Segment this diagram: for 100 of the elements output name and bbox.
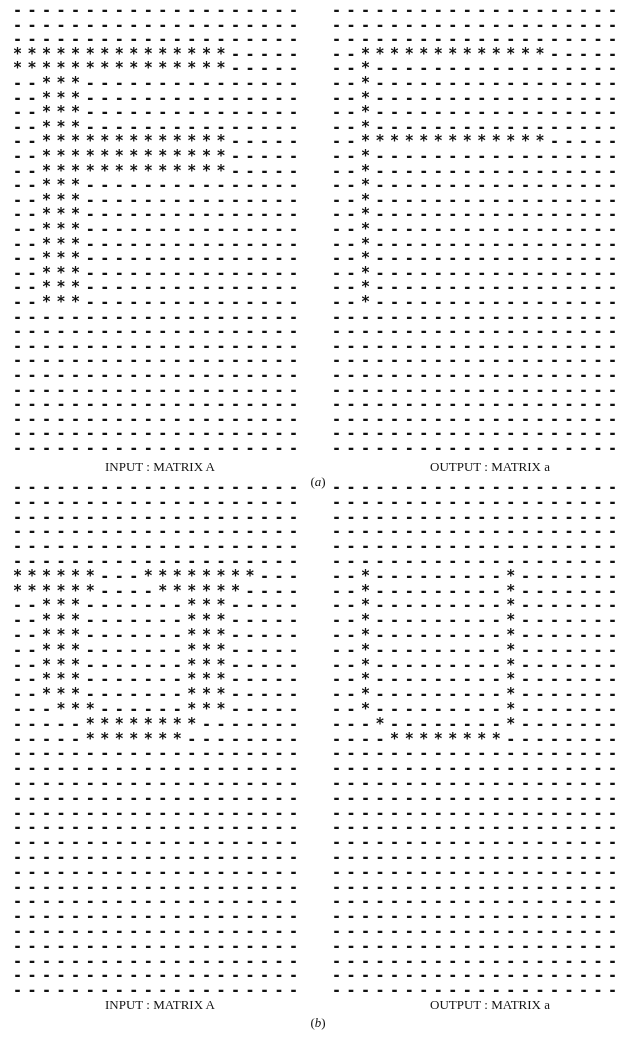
- matrix-caption: OUTPUT : MATRIX a: [430, 997, 550, 1012]
- matrix-row: --*-----------------: [332, 178, 623, 194]
- matrix-row: --*---------*-------: [332, 568, 623, 584]
- matrix-caption: INPUT : MATRIX A: [105, 459, 215, 474]
- matrix-row: --------------------: [332, 397, 623, 413]
- matrix-row: --*************-----: [13, 149, 304, 164]
- matrix-row: --***---------------: [13, 192, 304, 208]
- matrix-row: ---*--------*-------: [332, 716, 623, 732]
- matrix-row: --------------------: [332, 368, 623, 383]
- matrix-row: --------------------: [13, 309, 304, 325]
- matrix-row: --***---------------: [13, 76, 304, 91]
- matrix-row: --------------------: [332, 426, 623, 442]
- matrix-row: --------------------: [332, 805, 623, 821]
- matrix-row: --------------------: [13, 879, 304, 895]
- matrix-row: --***-------***-----: [13, 672, 304, 688]
- matrix-row: --------------------: [13, 441, 304, 456]
- matrix-row: --------------------: [13, 3, 304, 18]
- matrix-row: --*************-----: [332, 134, 623, 150]
- matrix-row: --------------------: [13, 864, 304, 880]
- matrix-row: --------------------: [13, 411, 304, 427]
- matrix-row: --------------------: [13, 805, 304, 821]
- matrix-row: --***---------------: [13, 280, 304, 296]
- matrix-row: --*-----------------: [332, 265, 623, 281]
- matrix-row: --------------------: [332, 879, 623, 895]
- matrix-row: --------------------: [332, 968, 623, 984]
- matrix-caption: OUTPUT : MATRIX a: [430, 459, 550, 474]
- matrix-row: --------------------: [332, 938, 623, 954]
- matrix-row: --------------------: [332, 3, 623, 18]
- matrix-row: --***-------***-----: [13, 657, 304, 673]
- matrix-row: --*-----------------: [332, 222, 623, 237]
- matrix-row: --*-----------------: [332, 149, 623, 164]
- matrix-row: --*-----------------: [332, 207, 623, 223]
- matrix-row: --*-----------------: [332, 76, 623, 91]
- matrix-row: --------------------: [332, 894, 623, 910]
- matrix-row: --------------------: [13, 524, 304, 540]
- matrix-row: -----********-------: [13, 716, 304, 732]
- matrix-row: -----*******--------: [13, 731, 304, 747]
- matrix-row: --***---------------: [13, 236, 304, 252]
- matrix-row: --*-----------------: [332, 251, 623, 267]
- panel-label: (a): [310, 474, 326, 489]
- matrix-row: --------------------: [13, 539, 304, 555]
- matrix-row: --------------------: [332, 17, 623, 33]
- matrix-row: --***-------***-----: [13, 642, 304, 658]
- matrix-row: ***************-----: [13, 61, 304, 77]
- matrix-row: --------------------: [13, 480, 304, 495]
- matrix-row: ---***------***-----: [13, 702, 304, 717]
- matrix-row: --*---------*-------: [332, 598, 623, 614]
- matrix-row: ******---********---: [13, 568, 304, 584]
- matrix-row: --***---------------: [13, 265, 304, 281]
- matrix-row: --------------------: [13, 924, 304, 939]
- matrix-row: --------------------: [13, 953, 304, 969]
- panel-label: (b): [310, 1015, 326, 1030]
- matrix-row: --------------------: [332, 494, 623, 510]
- matrix-row: ----********--------: [332, 731, 623, 747]
- matrix-row: --*---------*-------: [332, 702, 623, 717]
- matrix-row: --------------------: [13, 353, 304, 369]
- matrix-row: --------------------: [332, 924, 623, 939]
- matrix-row: --*-----------------: [332, 105, 623, 121]
- matrix-row: --***-------***-----: [13, 598, 304, 614]
- matrix-row: --*-----------------: [332, 119, 623, 135]
- matrix-row: --*************-----: [13, 134, 304, 150]
- matrix-row: ******----******----: [13, 583, 304, 599]
- matrix-row: --*---------*-------: [332, 687, 623, 703]
- matrix-row: --------------------: [13, 32, 304, 48]
- matrix-row: --------------------: [13, 790, 304, 806]
- matrix-row: --------------------: [332, 776, 623, 791]
- matrix-row: --------------------: [332, 324, 623, 340]
- matrix-row: --------------------: [13, 382, 304, 398]
- matrix-row: --------------------: [332, 441, 623, 456]
- matrix-caption: INPUT : MATRIX A: [105, 997, 215, 1012]
- matrix-row: --------------------: [13, 835, 304, 851]
- matrix-row: --------------------: [332, 382, 623, 398]
- matrix-row: --------------------: [332, 761, 623, 777]
- matrix-row: --*---------*-------: [332, 628, 623, 643]
- matrix-row: --------------------: [13, 820, 304, 836]
- matrix-row: --***---------------: [13, 207, 304, 223]
- matrix-row: --------------------: [13, 397, 304, 413]
- matrix-row: --***---------------: [13, 90, 304, 106]
- matrix-row: --------------------: [13, 968, 304, 984]
- matrix-row: --*---------*-------: [332, 613, 623, 629]
- matrix-row: --------------------: [13, 554, 304, 569]
- matrix-row: --------------------: [13, 17, 304, 33]
- matrix-row: --------------------: [332, 850, 623, 865]
- matrix-row: --*---------*-------: [332, 583, 623, 599]
- matrix-row: --*-----------------: [332, 280, 623, 296]
- matrix-row: --------------------: [13, 761, 304, 777]
- matrix-row: --***-------***-----: [13, 613, 304, 629]
- matrix-row: --*-----------------: [332, 163, 623, 179]
- matrix-row: --*-----------------: [332, 61, 623, 77]
- matrix-row: --------------------: [13, 938, 304, 954]
- matrix-row: ***************-----: [13, 46, 304, 62]
- matrix-row: --------------------: [332, 509, 623, 525]
- matrix-row: --***-------***-----: [13, 628, 304, 643]
- matrix-row: --***---------------: [13, 295, 304, 310]
- matrix-row: --------------------: [13, 368, 304, 383]
- matrix-row: --*-----------------: [332, 192, 623, 208]
- matrix-row: --*---------*-------: [332, 672, 623, 688]
- matrix-row: --------------------: [332, 746, 623, 762]
- matrix-row: --------------------: [13, 850, 304, 865]
- matrix-row: --***---------------: [13, 119, 304, 135]
